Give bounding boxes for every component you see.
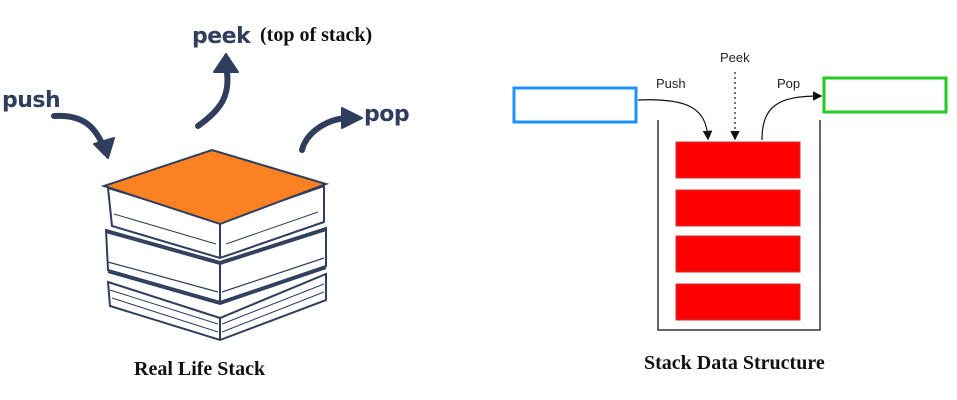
incoming-element-box: [512, 86, 638, 124]
peek-label: peek: [192, 24, 251, 49]
real-life-stack-caption: Real Life Stack: [134, 358, 266, 380]
push-arrow-icon: [51, 112, 115, 159]
push-label: push: [2, 88, 61, 113]
stack-element-1: [675, 141, 801, 179]
pop-arrow-icon: [299, 107, 363, 153]
stack-data-structure-diagram: [512, 72, 948, 331]
stack-container: [657, 120, 821, 331]
outgoing-element-box: [822, 76, 948, 114]
pop-label: Pop: [777, 76, 801, 91]
pop-arrow-icon: [761, 91, 823, 141]
stack-data-structure-caption: Stack Data Structure: [644, 352, 825, 374]
real-life-stack-panel: push peek (top of stack) pop Real Life S…: [0, 0, 470, 400]
stack-element-2: [675, 189, 801, 227]
stack-element-3: [675, 235, 801, 273]
push-arrow-icon: [637, 99, 713, 141]
stack-data-structure-panel: Push Peek Pop Stack Data Structure: [470, 0, 957, 400]
book-stack-illustration: [51, 53, 363, 342]
pop-label: pop: [364, 102, 410, 127]
top-of-stack-cover: [100, 148, 330, 226]
peek-arrow-icon: [195, 53, 239, 129]
peek-label: Peek: [720, 50, 750, 65]
stack-element-4: [675, 283, 801, 321]
peek-note: (top of stack): [260, 24, 373, 46]
book-bottom: [106, 272, 327, 342]
push-label: Push: [656, 76, 686, 91]
